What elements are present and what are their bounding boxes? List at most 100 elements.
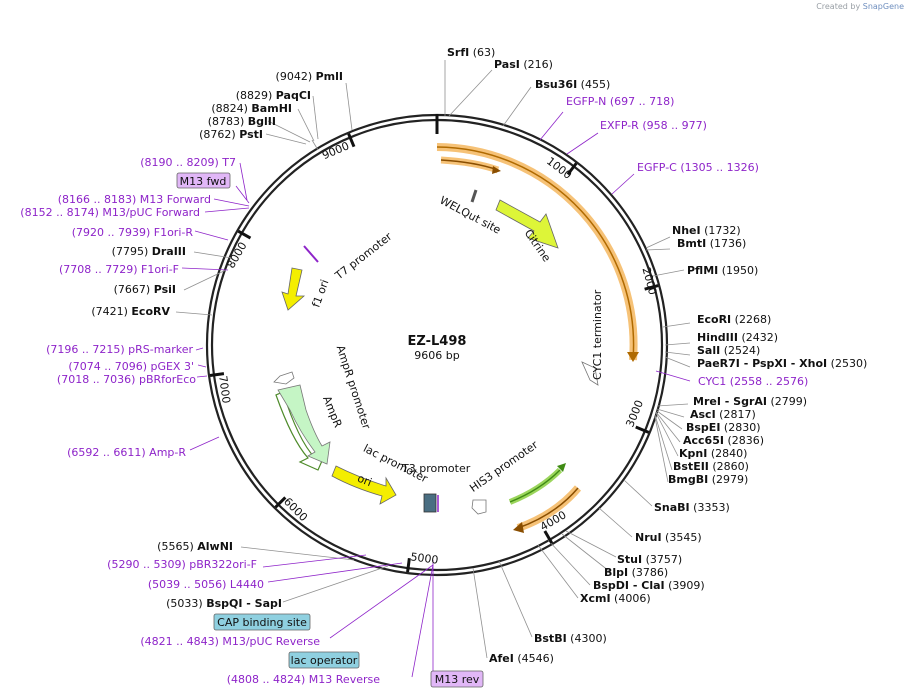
enzyme-srfi: SrfI (63) [447, 46, 495, 59]
his3-promoter-small-arrow [471, 499, 487, 515]
enzyme-pflmi: PflMI (1950) [687, 264, 758, 277]
orange-feature-arc-2-line [517, 487, 579, 529]
enzyme-nrui: NruI (3545) [635, 531, 702, 544]
ring-tick-label-8000: 8000 [224, 240, 249, 271]
primer-t7: (8190 .. 8209) T7 [140, 156, 236, 169]
enzyme-label: SnaBI (3353) [654, 501, 730, 514]
his3-promoter-label: HIS3 promoter [467, 438, 540, 495]
enzyme-psii: (7667) PsiI [114, 283, 176, 296]
watermark-prefix: Created by [816, 2, 861, 11]
ring-tick-label-3000: 3000 [623, 398, 646, 429]
enzyme-bsu36i: Bsu36I (455) [535, 78, 610, 91]
enzyme-bspdi-clai: BspDI - ClaI (3909) [593, 579, 705, 592]
enzyme-bmti: BmtI (1736) [677, 237, 746, 250]
enzyme-label: BmtI (1736) [677, 237, 746, 250]
enzyme-xcmi: XcmI (4006) [580, 592, 651, 605]
enzyme-label: XcmI (4006) [580, 592, 651, 605]
cyc1-terminator-shape [581, 361, 599, 386]
f1-ori-label: f1 ori [310, 278, 332, 309]
enzyme-bglii: (8783) BglII [208, 115, 276, 128]
ring-tick-8000 [237, 229, 252, 240]
enzyme-label: SalI (2524) [697, 344, 760, 357]
primer-amp-r: (6592 .. 6611) Amp-R [67, 446, 186, 459]
m13-fwd-box [176, 172, 231, 189]
enzyme-paqci: (8829) PaqCI [236, 89, 311, 102]
ring-tick-label-9000: 9000 [320, 139, 351, 162]
enzyme-bamhi: (8824) BamHI [211, 102, 292, 115]
enzyme-ecorv: (7421) EcoRV [91, 305, 170, 318]
leader-lines [175, 60, 691, 659]
ring-tick-label-5000: 5000 [410, 550, 439, 566]
enzyme-label: BspEI (2830) [686, 421, 761, 434]
ring-tick-label-7000: 7000 [216, 375, 233, 404]
enzyme-label: (8783) BglII [208, 115, 276, 128]
enzyme-label: (8829) PaqCI [236, 89, 311, 102]
enzyme-kpni: KpnI (2840) [679, 447, 747, 460]
watermark-brand: SnapGene [862, 2, 904, 11]
his3-promoter-arrowhead [557, 463, 566, 472]
enzyme-mrei-sgrai: MreI - SgrAI (2799) [693, 395, 807, 408]
enzyme-paer7i-pspxi-xhoi: PaeR7I - PspXI - XhoI (2530) [697, 357, 867, 370]
enzyme-label: (7667) PsiI [114, 283, 176, 296]
ring-tick-1000 [566, 162, 578, 176]
lac-operator-box [288, 651, 360, 669]
enzyme-label: Bsu36I (455) [535, 78, 610, 91]
primer-l4440: (5039 .. 5056) L4440 [148, 578, 264, 591]
enzyme-pasi: PasI (216) [494, 58, 553, 71]
ampr-promoter-outline [275, 391, 327, 471]
inner-orange-arrowhead [492, 166, 501, 174]
primer-leader-lines [181, 111, 691, 678]
ring-tick-9000 [347, 133, 356, 148]
enzyme-label: NheI (1732) [672, 224, 741, 237]
enzyme-label: StuI (3757) [617, 553, 682, 566]
f1-ori-arrow [281, 267, 306, 311]
citrine-arrow [495, 199, 559, 249]
enzyme-label: (7795) DraIII [112, 245, 186, 258]
enzyme-label: (9042) PmlI [276, 70, 343, 83]
primer-f1ori-f: (7708 .. 7729) F1ori-F [59, 263, 179, 276]
ring-tick-6000 [274, 496, 287, 509]
orange-feature-arc-1-line [436, 146, 635, 361]
enzyme-sali: SalI (2524) [697, 344, 760, 357]
cyc1-terminator-label: CYC1 terminator [591, 289, 604, 380]
enzyme-label: BmgBI (2979) [668, 473, 748, 486]
enzyme-bmgbi: BmgBI (2979) [668, 473, 748, 486]
his3-promoter-band [508, 467, 563, 505]
enzyme-ecori: EcoRI (2268) [697, 313, 771, 326]
lac-promoter-block [423, 493, 437, 513]
enzyme-nhei: NheI (1732) [672, 224, 741, 237]
enzyme-label: EcoRI (2268) [697, 313, 771, 326]
m13-rev-box [430, 670, 484, 688]
enzyme-blpi: BlpI (3786) [604, 566, 668, 579]
ring-tick-2000 [644, 284, 659, 291]
cap-binding-site-label: CAP binding site [217, 616, 307, 629]
enzyme-label-layer: SrfI (63)PasI (216) Bsu36I (455) NheI (173… [91, 46, 867, 665]
plasmid-length: 9606 bp [414, 349, 459, 362]
enzyme-label: BspDI - ClaI (3909) [593, 579, 705, 592]
ring-tick-3000 [635, 425, 650, 434]
welqut-site-mark [470, 189, 478, 203]
enzyme-afei: AfeI (4546) [489, 652, 554, 665]
enzyme-label: (5565) AlwNI [157, 540, 233, 553]
enzyme-label: BlpI (3786) [604, 566, 668, 579]
enzyme-draiii: (7795) DraIII [112, 245, 186, 258]
enzyme-label: Acc65I (2836) [683, 434, 764, 447]
ampr-label: AmpR [320, 394, 344, 430]
enzyme-label: PasI (216) [494, 58, 553, 71]
ampr-arrow [277, 384, 331, 465]
enzyme-label: SrfI (63) [447, 46, 495, 59]
t7-promoter-mark [303, 245, 319, 263]
enzyme-label: BstBI (4300) [534, 632, 607, 645]
ring-tick-4000 [543, 530, 554, 544]
enzyme-label: MreI - SgrAI (2799) [693, 395, 807, 408]
primer-m13-forward: (8166 .. 8183) M13 Forward [58, 193, 211, 206]
primer-pbr322ori-f: (5290 .. 5309) pBR322ori-F [107, 558, 257, 571]
primer-cyc1: CYC1 (2558 .. 2576) [698, 375, 808, 388]
ring-tick-label-2000: 2000 [639, 266, 659, 296]
t7-promoter-label: T7 promoter [332, 230, 395, 283]
enzyme-acc65i: Acc65I (2836) [683, 434, 764, 447]
primer-f1ori-r: (7920 .. 7939) F1ori-R [72, 226, 194, 239]
ring-tick-5000 [406, 558, 411, 573]
ring-tick-7000 [209, 372, 225, 378]
